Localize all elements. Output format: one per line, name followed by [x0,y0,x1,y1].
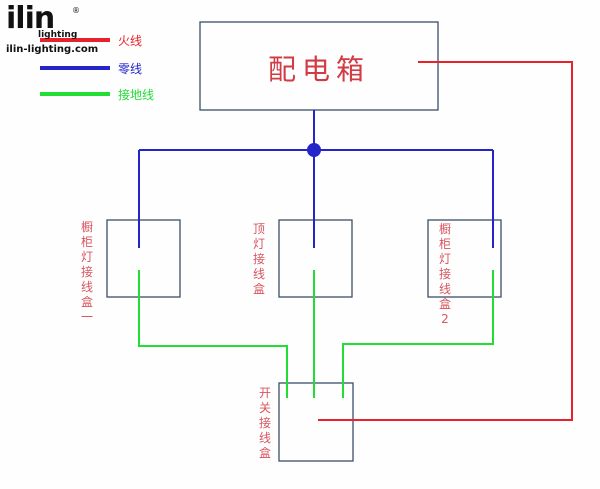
brand-logo: ilin ® lighting [6,1,80,41]
distribution-box [199,21,439,111]
junction-box-right-label: 橱柜灯接线盒2 [438,222,451,326]
logo-sub: lighting [38,30,78,40]
logo-registered: ® [72,6,80,15]
junction-box-center [278,219,353,298]
junction-box-right [427,219,502,298]
logo-brand: ilin [6,1,55,36]
junction-box-left-label: 橱柜灯接线盒一 [80,220,93,324]
switch-box-label: 开关接线盒 [258,386,271,460]
legend-label-ground: 接地线 [118,88,155,102]
junction-box-center-label: 顶灯接线盒 [252,222,265,296]
logo-site: ilin-lighting.com [6,44,99,55]
distribution-box-label: 配电箱 [267,53,370,86]
neutral-junction-node [307,143,321,157]
ground-wires [138,270,494,398]
live-wire [318,61,573,421]
switch-box [278,382,354,462]
legend-label-live: 火线 [118,34,143,48]
legend-label-neutral: 零线 [118,62,143,76]
junction-box-left [106,219,181,298]
